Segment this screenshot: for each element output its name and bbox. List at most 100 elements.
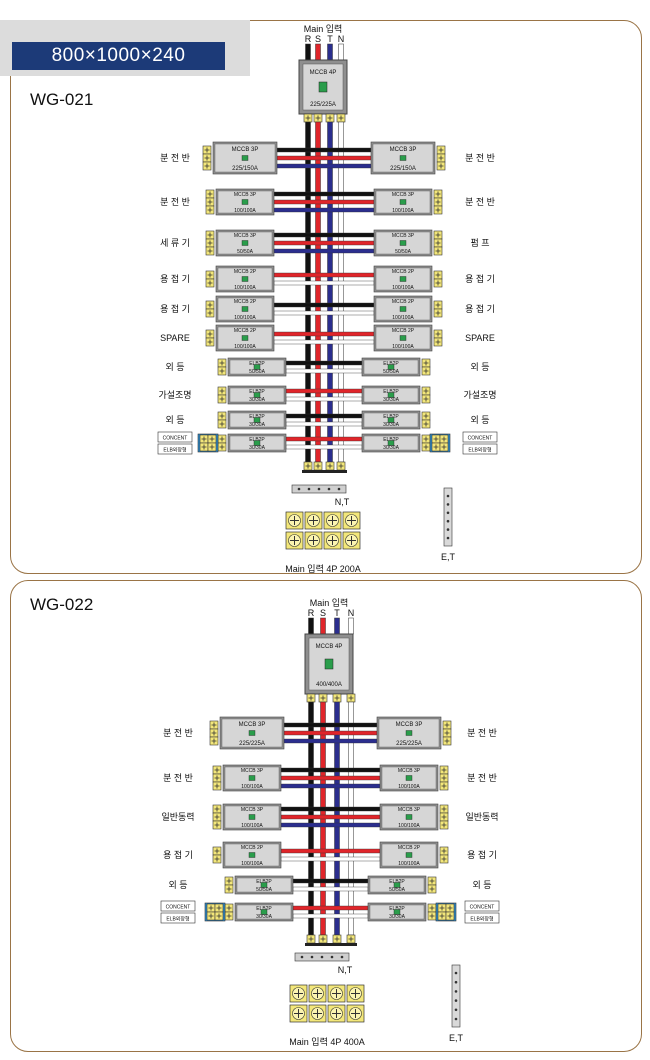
top-row5-right-out-terminal-0-cross [435, 331, 441, 337]
top-input-cross-0-0 [290, 516, 299, 525]
bottom-row5-right-concent-terminal-1-cross [447, 905, 453, 911]
top-et-screw-2 [446, 511, 450, 515]
bottom-row5-right-out-terminal-1-cross [429, 913, 435, 919]
bottom-row1-wire-1 [280, 775, 381, 781]
top-row3-left-breaker-switch-icon [241, 276, 249, 282]
top-row3-right-breaker-type: MCCB 2P [392, 269, 415, 275]
top-row9-left-out-terminal-0-cross [219, 436, 225, 442]
top-row5-right-breaker-rating: 100/100A [392, 344, 414, 350]
bottom-bottom-label: Main 입력 4P 400A [289, 1036, 364, 1047]
bottom-row3-left-breaker-rating: 100/100A [241, 861, 263, 867]
bottom-row3-left-breaker-switch-icon [248, 852, 256, 858]
top-et-screw-4 [446, 528, 450, 531]
bottom-row4-right-out-terminal-0-cross [429, 878, 435, 884]
bottom-input-cross-0-1 [313, 989, 322, 998]
top-row5-right-breaker-switch-icon [399, 335, 407, 341]
top-row8-right-out-terminal-0-cross [423, 413, 429, 419]
bottom-row0-left-breaker-switch-icon [248, 730, 256, 736]
bottom-row4-left-out-terminal-1-cross [226, 886, 232, 892]
top-bus-T [327, 121, 333, 463]
bottom-row1-right-label: 분 전 반 [467, 773, 497, 783]
top-phase-S: S [315, 34, 321, 44]
bottom-row5-right-concent-terminal-0-cross [439, 905, 445, 911]
top-row4-left-out-terminal-1-cross [207, 310, 213, 316]
bottom-row5-wire-0 [292, 905, 369, 911]
top-row8-left-breaker-switch-icon [253, 417, 261, 423]
bottom-et-screw-3 [454, 999, 458, 1002]
top-bus-S [315, 121, 321, 463]
top-row3-left-breaker-rating: 100/100A [234, 285, 256, 291]
bottom-row0-left-out-terminal-0-cross [211, 722, 217, 728]
top-row8-left-breaker-type: ELB2P [249, 414, 265, 420]
bottom-row2-wire-0 [280, 806, 381, 812]
bottom-row5-left-concent-terminal-2-cross [208, 913, 214, 919]
top-row3-right-out-terminal-1-cross [435, 280, 441, 286]
top-row2-right-out-terminal-1-cross [435, 240, 441, 246]
top-row8-right-breaker-rating: 30/30A [383, 422, 400, 428]
bottom-row5-left_box-top [160, 900, 196, 912]
top-main-breaker-type: MCCB 4P [310, 70, 337, 76]
bottom-bus-end-terminal-0-cross [308, 936, 314, 942]
top-row7-right-breaker-rating: 30/30A [383, 397, 400, 403]
top-row4-right-label: 용 접 기 [465, 303, 495, 314]
bottom-row5-right-breaker-type: ELB2P [389, 906, 405, 912]
bottom-row0-left-breaker-rating: 225/225A [239, 741, 265, 747]
bottom-phase-T: T [334, 608, 340, 618]
bottom-row4-right-out-terminal-1-cross [429, 886, 435, 892]
bottom-row2-left-breaker-switch-icon [248, 814, 256, 820]
top-row0-wire-1 [276, 155, 372, 161]
top-row3-right-out-terminal-0-cross [435, 272, 441, 278]
top-row6-right-breaker-rating: 50/50A [383, 369, 400, 375]
bottom-nt-screw-0 [300, 955, 304, 959]
bottom-main-out-terminal-2-cross [334, 695, 340, 701]
top-input-cross-0-1 [309, 516, 318, 525]
bottom-row1-right-out-terminal-0-cross [441, 767, 447, 773]
top-row9-right_box-top [462, 431, 498, 443]
bottom-row3-right-out-terminal-1-cross [441, 856, 447, 862]
top-row4-left-breaker-type: MCCB 2P [234, 299, 257, 305]
top-row7-right-breaker-switch-icon [387, 392, 395, 398]
bottom-row1-left-label: 분 전 반 [163, 773, 193, 783]
top-row9-left_box-top [157, 431, 193, 443]
top-row3-right-breaker-rating: 100/100A [392, 285, 414, 291]
bottom-row5-right-out-terminal-0-cross [429, 905, 435, 911]
top-row6-wire-1 [285, 368, 363, 374]
top-row6-right-breaker-switch-icon [387, 364, 395, 370]
top-row9-right-out-terminal-0-cross [423, 436, 429, 442]
top-row6-left-out-terminal-0-cross [219, 360, 225, 366]
bottom-nt-screw-3 [330, 955, 334, 959]
top-nt-label: N,T [335, 497, 350, 507]
top-row4-right-out-terminal-0-cross [435, 302, 441, 308]
top-row2-left-out-terminal-0-cross [207, 232, 213, 238]
bottom-row2-left-breaker-rating: 100/100A [241, 823, 263, 829]
model-label-top: WG-021 [30, 90, 94, 109]
bottom-main-breaker-rating: 400/400A [316, 682, 342, 688]
top-row9-right-concent-terminal-0-cross [433, 436, 439, 442]
top-row9-left-breaker-rating: 30/30A [249, 445, 266, 451]
top-row7-left-label: 가설조명 [158, 390, 191, 400]
top-row7-right-out-terminal-0-cross [423, 388, 429, 394]
top-row2-left-breaker-type: MCCB 3P [234, 233, 257, 239]
top-row3-left-label: 용 접 기 [160, 273, 190, 284]
top-nt-screw-2 [317, 487, 321, 491]
top-row5-wire-0 [273, 331, 375, 337]
bottom-row2-right-out-terminal-1-cross [441, 814, 447, 820]
top-nt-screw-0 [297, 487, 301, 491]
top-phase-N: N [338, 34, 345, 44]
top-row2-wire-1 [273, 240, 375, 246]
top-row3-wire-1 [273, 280, 375, 286]
bottom-row3-left-label: 용 접 기 [163, 849, 193, 860]
bottom-row2-right-out-terminal-2-cross [441, 822, 447, 828]
top-row1-left-breaker-rating: 100/100A [234, 208, 256, 214]
top-row2-left-out-terminal-2-cross [207, 248, 213, 254]
bottom-row3-right-breaker-rating: 100/100A [398, 861, 420, 867]
bottom-et-label: E,T [449, 1033, 464, 1043]
bottom-input-cross-1-3 [351, 1009, 360, 1018]
bottom-nt-screw-2 [320, 955, 324, 959]
bottom-row0-left-out-terminal-1-cross [211, 730, 217, 736]
bottom-row5-left-concent-terminal-3-cross [216, 913, 222, 919]
bottom-row3-left-out-terminal-1-cross [214, 856, 220, 862]
top-row6-right-breaker-type: ELB2P [383, 361, 399, 367]
top-row0-left-out-terminal-0-cross [204, 147, 210, 153]
